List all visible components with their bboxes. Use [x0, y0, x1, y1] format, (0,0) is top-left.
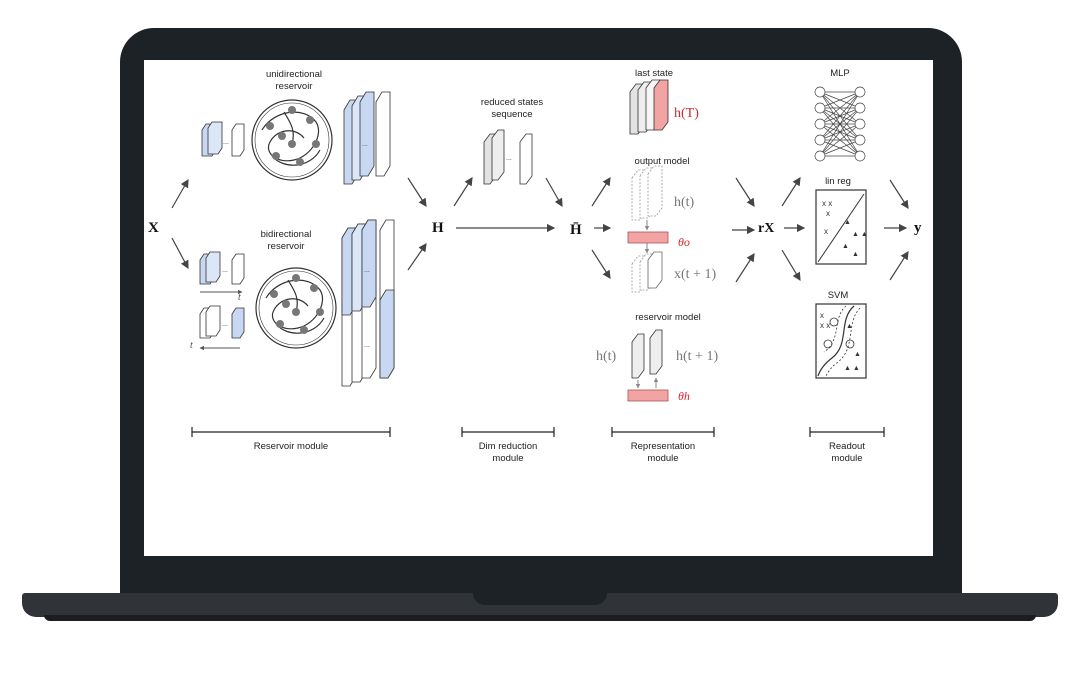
svg-text:x: x [820, 311, 824, 320]
svg-text:...: ... [364, 267, 370, 274]
module-dimred-label-line2: module [492, 453, 523, 464]
bidirectional-label-line1: bidirectional [261, 229, 312, 240]
linreg-plot: x x x x ▲ ▲ ▲ ▲ ▲ [815, 189, 868, 265]
arrow-svm-to-y [889, 250, 909, 281]
bracket-readout [809, 427, 885, 437]
module-representation-label-line1: Representation [631, 441, 695, 452]
symbol-theta-h: θh [678, 389, 690, 403]
time-backward-label: t [190, 340, 193, 351]
mlp-label: MLP [830, 68, 850, 79]
arrow-hbar-to-last-state [591, 176, 611, 207]
svg-text:...: ... [222, 267, 228, 274]
output-model-stack [631, 165, 663, 221]
last-state-label: last state [635, 68, 673, 79]
symbol-h: H [432, 220, 444, 236]
svg-text:x: x [824, 227, 828, 236]
svg-text:...: ... [364, 342, 370, 349]
reservoir-model-label: reservoir model [635, 312, 700, 323]
symbol-hT: h(T) [674, 106, 699, 121]
arrow-h-to-reduced [453, 176, 473, 207]
module-reservoir-label: Reservoir module [254, 441, 328, 452]
laptop-screen: X unidirectional reservoir ... ... bidir… [144, 60, 933, 556]
arrow-hbar-to-xt1 [591, 249, 611, 280]
svg-text:▲: ▲ [846, 323, 853, 330]
linreg-label: lin reg [825, 176, 851, 187]
mlp-network [814, 86, 866, 162]
svg-text:▲: ▲ [852, 251, 859, 258]
time-forward-label: t [238, 292, 241, 303]
laptop-notch [473, 593, 607, 605]
reservoir-circle-unidirectional [251, 99, 333, 181]
output-model-label: output model [635, 156, 690, 167]
svg-text:▲: ▲ [844, 219, 851, 226]
laptop-base-shadow [44, 615, 1036, 621]
svm-plot: x x x ▲ ▲ ▲ ▲ [815, 303, 867, 379]
unidirectional-label-line1: unidirectional [266, 69, 322, 80]
symbol-x: X [148, 220, 159, 236]
symbol-rx: rX [758, 221, 774, 236]
reduced-label-line2: sequence [491, 109, 532, 120]
module-readout-label-line1: Readout [829, 441, 865, 452]
svg-text:x x: x x [820, 321, 830, 330]
symbol-y: y [914, 220, 922, 236]
symbol-ht-output: h(t) [674, 195, 695, 210]
svg-text:▲ ▲: ▲ ▲ [844, 365, 860, 372]
arrow-rx-to-mlp [781, 176, 801, 207]
xt1-stack [631, 251, 663, 293]
svg-text:...: ... [506, 155, 512, 162]
arrow-unidirectional-to-h [407, 177, 427, 208]
bidirectional-label-line2: reservoir [268, 241, 305, 252]
svg-text:...: ... [362, 141, 368, 148]
arrow-x-to-bidirectional [171, 237, 189, 270]
reservoir-model-frames [631, 329, 663, 379]
input-frames-forward: ... [199, 251, 245, 295]
module-representation-label-line2: module [647, 453, 678, 464]
arrow-xt1-to-rx [735, 252, 755, 283]
state-stack-unidirectional: ... [343, 91, 391, 185]
theta-o-box [627, 231, 669, 244]
svg-text:▲ ▲: ▲ ▲ [852, 231, 868, 238]
symbol-ht-reservoir: h(t) [596, 349, 617, 364]
unidirectional-label-line2: reservoir [276, 81, 313, 92]
reduced-state-stack: ... [483, 129, 533, 185]
svg-text:▲: ▲ [854, 351, 861, 358]
arrow-rx-to-svm [781, 249, 801, 282]
svm-label: SVM [828, 290, 849, 301]
arrow-output-to-rx [735, 177, 755, 208]
svg-text:x: x [826, 209, 830, 218]
svg-text:...: ... [222, 321, 228, 328]
theta-h-box [627, 389, 669, 402]
symbol-hbar: H̄ [570, 222, 582, 238]
arrow-x-to-unidirectional [171, 178, 189, 209]
last-state-stack [629, 79, 669, 135]
svg-text:x x: x x [822, 199, 832, 208]
input-frames-unidirectional: ... [201, 121, 245, 157]
input-frames-backward: ... [199, 305, 245, 351]
reduced-label-line1: reduced states [481, 97, 544, 108]
svg-text:...: ... [223, 139, 229, 146]
symbol-theta-o: θo [678, 235, 690, 249]
module-dimred-label-line1: Dim reduction [479, 441, 538, 452]
arrow-mlp-to-y [889, 179, 909, 210]
reservoir-circle-bidirectional [255, 267, 337, 349]
bracket-representation [611, 427, 715, 437]
bracket-dimred [461, 427, 555, 437]
state-stack-bidirectional: ... ... [341, 219, 395, 387]
bracket-reservoir [191, 427, 391, 437]
module-readout-label-line2: module [831, 453, 862, 464]
symbol-xt1: x(t + 1) [674, 267, 716, 282]
symbol-ht1-reservoir: h(t + 1) [676, 349, 718, 364]
svg-text:▲: ▲ [842, 243, 849, 250]
arrow-bidirectional-to-h [407, 243, 427, 271]
architecture-diagram: X unidirectional reservoir ... ... bidir… [148, 68, 922, 464]
arrow-reduced-to-hbar [545, 177, 563, 208]
